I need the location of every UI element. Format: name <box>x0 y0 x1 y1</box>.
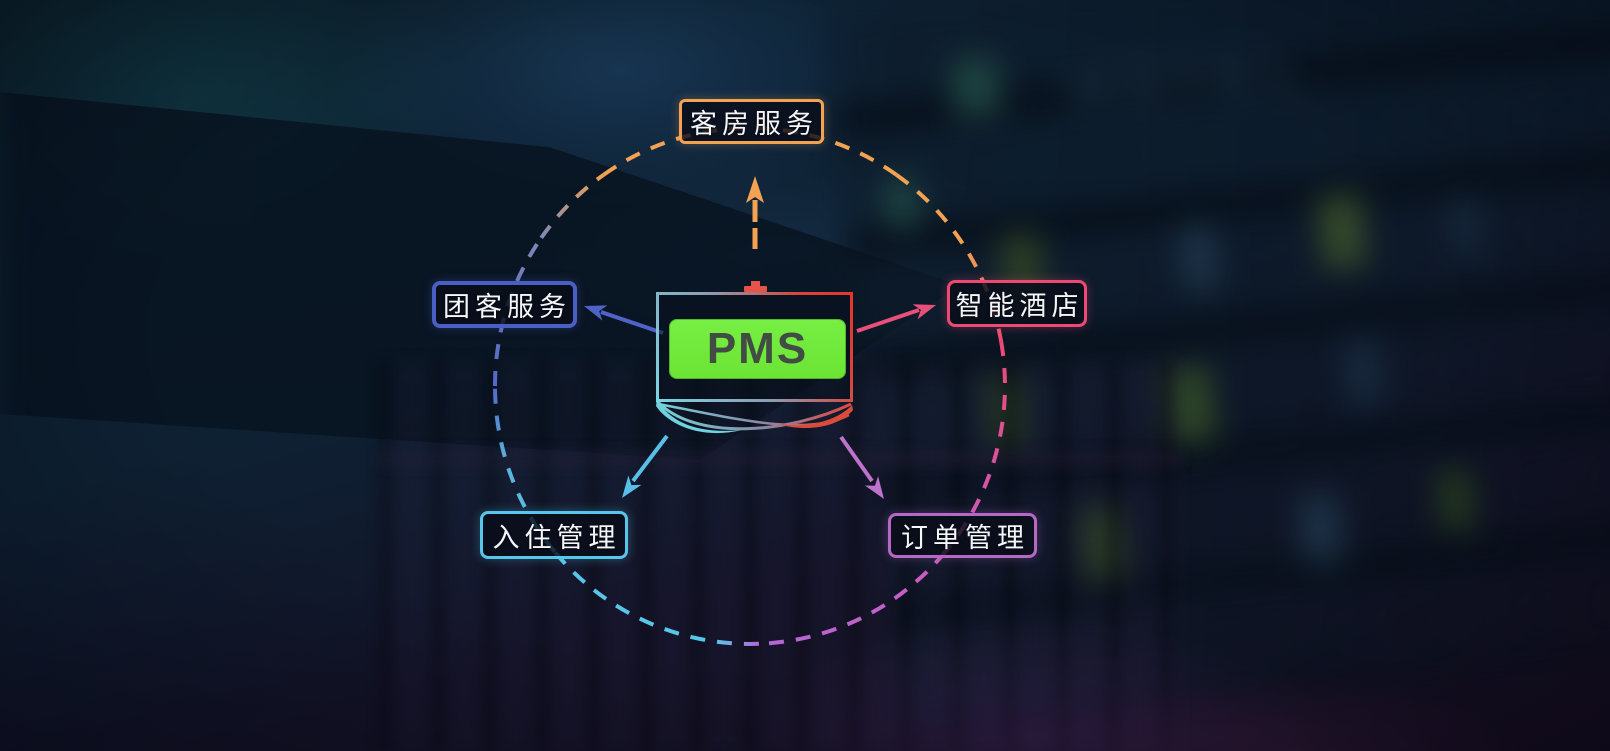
node-smart-hotel-label: 智能酒店 <box>955 291 1084 321</box>
arrow-down-right-icon <box>839 435 884 499</box>
node-checkin-management-label: 入住管理 <box>492 522 621 553</box>
stand-curve-1 <box>655 399 852 431</box>
antenna-icon <box>751 281 760 287</box>
pms-monitor-icon: PMS <box>656 281 853 402</box>
node-checkin-management: 入住管理 <box>480 511 628 559</box>
node-room-service: 客房服务 <box>679 99 824 144</box>
node-smart-hotel: 智能酒店 <box>947 280 1087 327</box>
ring-arc-bottom-left <box>553 550 759 646</box>
antenna-base-icon <box>744 286 767 292</box>
node-order-management: 订单管理 <box>888 513 1037 558</box>
arrow-up-icon <box>746 176 764 249</box>
pms-label: PMS <box>706 324 809 373</box>
arrow-down-left-icon <box>622 434 669 498</box>
ring-arc-bottom-right <box>758 550 947 646</box>
arrow-left-icon <box>584 305 664 335</box>
node-group-guest-service: 团客服务 <box>432 281 577 328</box>
pms-screen: PMS <box>669 319 846 379</box>
arrow-right-icon <box>856 304 936 333</box>
node-room-service-label: 客房服务 <box>690 109 818 139</box>
facade-beam <box>380 452 1180 466</box>
node-order-management-label: 订单管理 <box>901 523 1029 553</box>
ring-arc-left-lower <box>493 385 557 554</box>
stand-blob-red <box>778 405 853 429</box>
ring-arc-top-left <box>539 173 605 240</box>
ring-arc-left-upper <box>493 236 543 387</box>
node-group-guest-service-label: 团客服务 <box>443 292 571 322</box>
monitor-stand-swoosh <box>655 399 853 434</box>
